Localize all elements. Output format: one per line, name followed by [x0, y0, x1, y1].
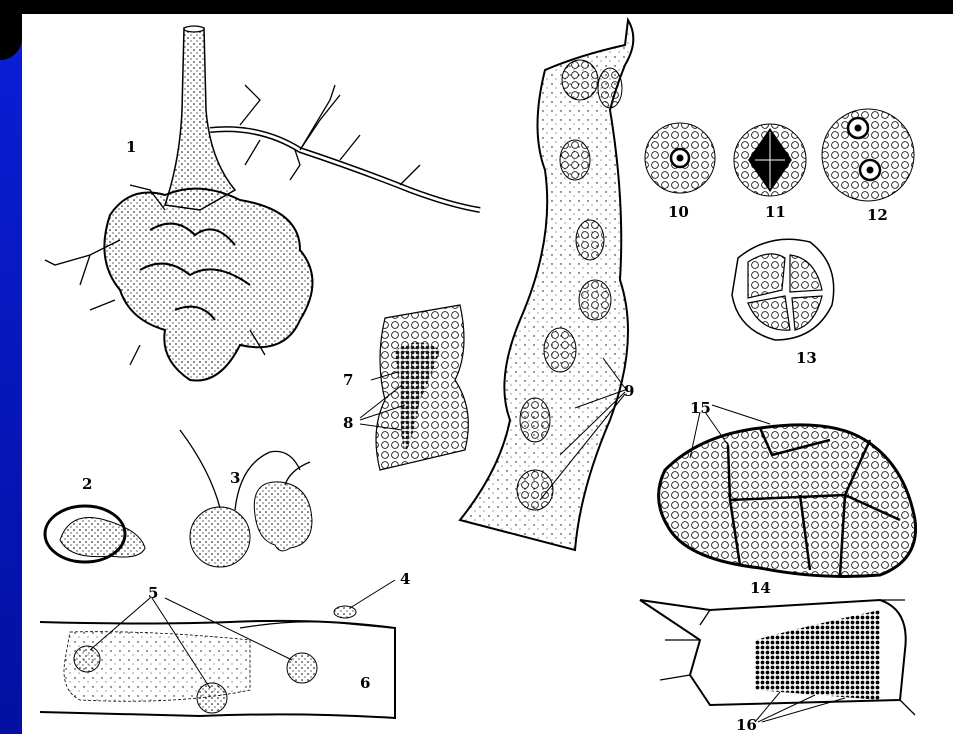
label-6: 6	[360, 674, 370, 692]
label-10: 10	[668, 203, 689, 221]
cell-stage-13	[732, 239, 834, 340]
label-16: 16	[736, 716, 757, 734]
cell-stage-11	[734, 124, 806, 196]
label-15: 15	[690, 399, 711, 417]
label-4: 4	[400, 570, 410, 588]
cell-stage-10	[645, 123, 715, 193]
resting-spores-drawing	[640, 600, 915, 722]
root-hair-drawing	[460, 20, 633, 550]
label-1: 1	[126, 138, 136, 156]
label-3: 3	[230, 469, 240, 487]
sporangial-mass-drawing	[659, 405, 916, 576]
label-2: 2	[82, 475, 92, 493]
tissue-fragment-drawing	[360, 305, 468, 470]
cyst-drawing	[45, 506, 145, 562]
label-12: 12	[867, 206, 888, 224]
zoospores-drawing	[180, 430, 312, 567]
label-14: 14	[750, 579, 771, 597]
label-9: 9	[624, 382, 634, 400]
label-5: 5	[148, 584, 158, 602]
label-13: 13	[796, 349, 817, 367]
label-8: 8	[343, 414, 353, 432]
cell-stage-12	[822, 109, 914, 201]
host-cell-drawing	[40, 580, 395, 718]
label-7: 7	[343, 371, 353, 389]
label-11: 11	[765, 203, 786, 221]
